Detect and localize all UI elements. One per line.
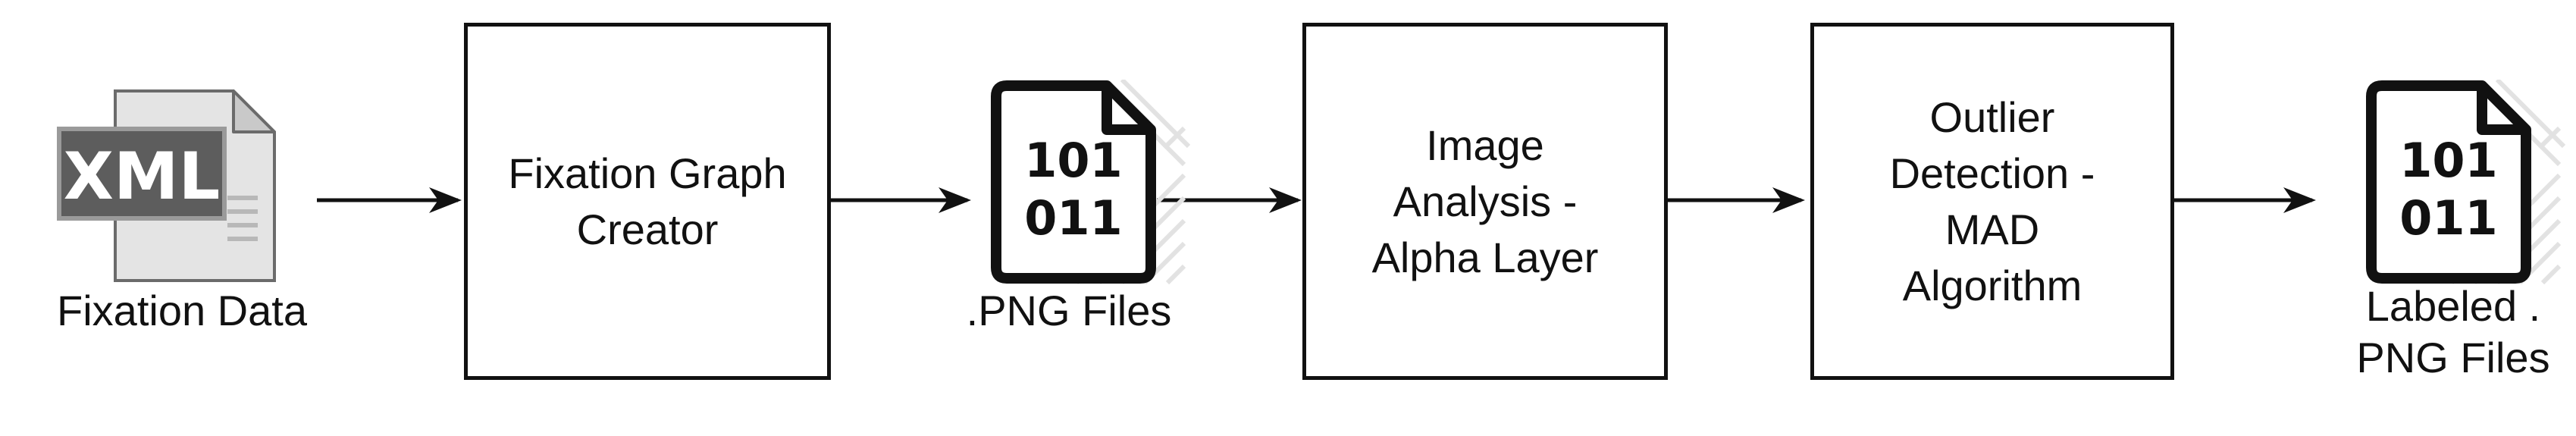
binary-file-icon: 101 011 bbox=[986, 77, 1191, 285]
arrow-xml-to-graph-creator bbox=[317, 187, 462, 213]
image-analysis-box: Image Analysis - Alpha Layer bbox=[1302, 23, 1668, 380]
arrow-image-analysis-to-outlier bbox=[1662, 187, 1805, 213]
image-analysis-label: Image Analysis - Alpha Layer bbox=[1371, 121, 1599, 281]
fixation-graph-creator-box: Fixation Graph Creator bbox=[464, 23, 831, 380]
binary-line-2: 011 bbox=[2399, 190, 2497, 246]
binary-file-icon: 101 011 bbox=[2361, 77, 2566, 285]
xml-icon-label: XML bbox=[64, 139, 221, 215]
labeled-png-files-caption: Labeled . PNG Files bbox=[2356, 282, 2550, 381]
binary-line-1: 101 bbox=[1024, 133, 1122, 188]
xml-file-icon: XML bbox=[53, 83, 280, 288]
binary-line-2: 011 bbox=[1024, 190, 1122, 246]
outlier-detection-label: Outlier Detection - MAD Algorithm bbox=[1889, 93, 2095, 309]
arrow-graph-creator-to-png bbox=[826, 187, 971, 213]
png-files-caption: .PNG Files bbox=[966, 287, 1172, 334]
fixation-graph-creator-label: Fixation Graph Creator bbox=[508, 149, 787, 253]
binary-line-1: 101 bbox=[2399, 133, 2497, 188]
fixation-data-caption: Fixation Data bbox=[57, 287, 307, 334]
arrow-outlier-to-labeled-png bbox=[2168, 187, 2316, 213]
outlier-detection-box: Outlier Detection - MAD Algorithm bbox=[1810, 23, 2174, 380]
